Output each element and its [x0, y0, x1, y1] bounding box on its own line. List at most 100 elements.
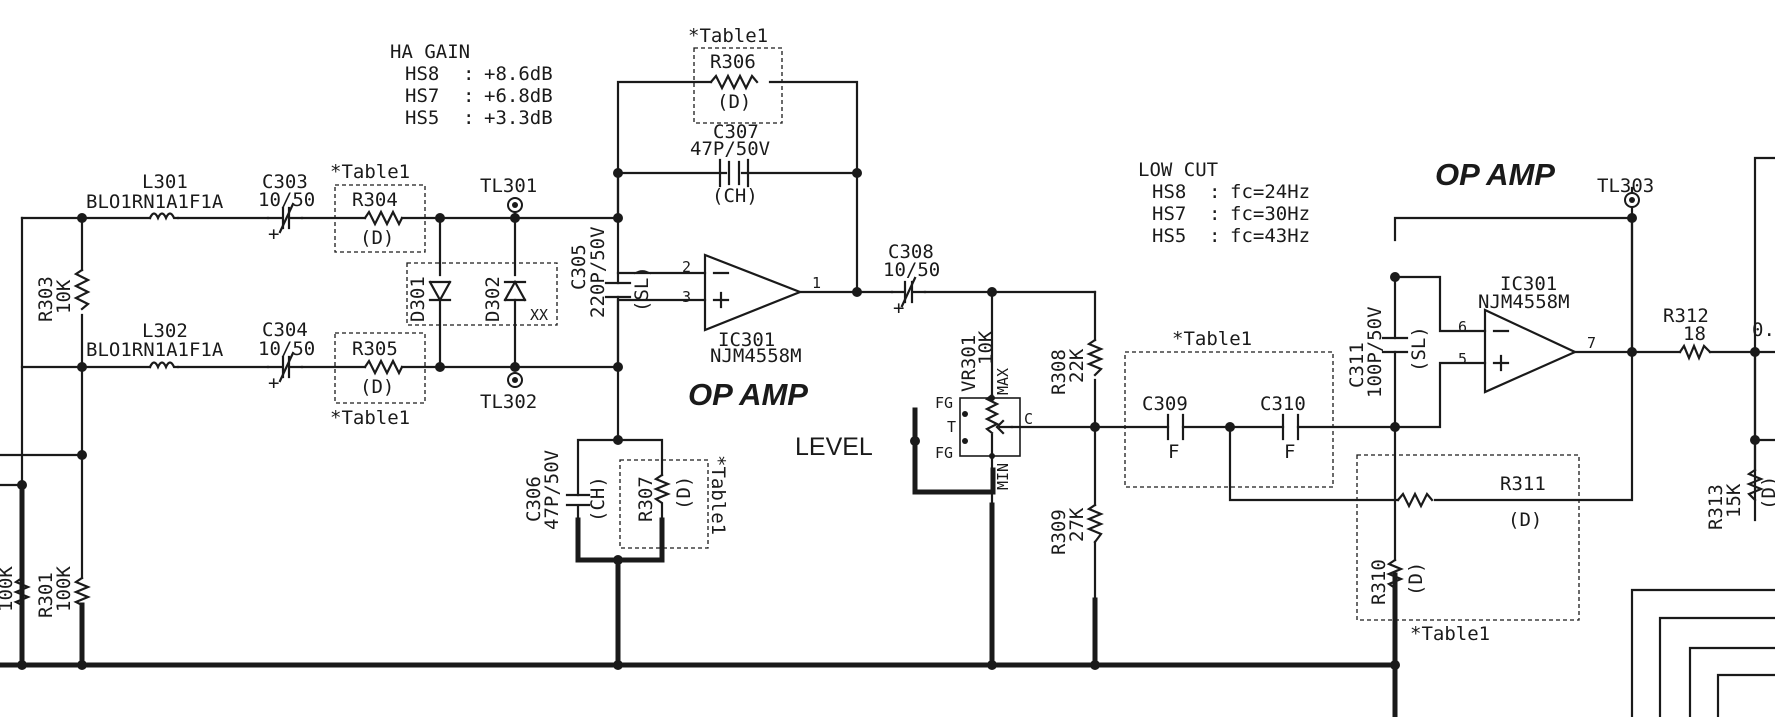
- vr301-value: 10K: [975, 330, 997, 365]
- table-note: *Table1: [688, 25, 768, 47]
- ic301a-pin2: 2: [682, 258, 691, 276]
- r309-ref: R309: [1048, 509, 1070, 555]
- svg-text:+: +: [268, 372, 279, 394]
- c311-value: 100P/50V: [1364, 306, 1386, 398]
- op-amp-label-2: OP AMP: [1435, 157, 1555, 192]
- d302-ref: D302: [482, 276, 504, 322]
- c306-ref: C306: [523, 476, 545, 522]
- level-label: LEVEL: [795, 433, 873, 461]
- tl301-ref: TL301: [480, 175, 537, 197]
- ha-gain-value: +8.6dB: [484, 63, 553, 85]
- edge-text: 0.: [1752, 319, 1775, 341]
- ic301b-ref: IC301: [1500, 273, 1557, 295]
- vr301-max: MAX: [994, 368, 1012, 395]
- l301-part: BLO1RN1A1F1A: [86, 191, 224, 213]
- ha-gain-model: HS8: [405, 63, 439, 85]
- c306-type: (CH): [587, 476, 609, 522]
- ic301b-part: NJM4558M: [1478, 291, 1570, 313]
- c308-value: 10/50: [883, 259, 940, 281]
- table-note: *Table1: [330, 407, 410, 429]
- table-note: *Table1: [707, 455, 729, 535]
- low-cut-sep: :: [1209, 203, 1220, 225]
- c304-symbol: [266, 351, 304, 383]
- ha-gain-sep: :: [463, 107, 474, 129]
- c304-value: 10/50: [258, 338, 315, 360]
- c305-ref: C305: [568, 244, 590, 290]
- low-cut-value: fc=30Hz: [1230, 203, 1310, 225]
- r312-ref: R312: [1663, 305, 1709, 327]
- r313-value: 15K: [1723, 483, 1745, 518]
- ha-gain-model: HS5: [405, 107, 439, 129]
- c303-value: 10/50: [258, 189, 315, 211]
- r313-ref: R313: [1705, 484, 1727, 530]
- r310-ref: R310: [1368, 559, 1390, 605]
- r304-value: (D): [360, 227, 394, 249]
- c307-value: 47P/50V: [690, 138, 770, 160]
- vr301-c: C: [1024, 410, 1033, 428]
- c304-ref: C304: [262, 319, 308, 341]
- junction-dots: [17, 168, 1760, 670]
- r303-ref: R303: [35, 276, 57, 322]
- r305-value: (D): [360, 376, 394, 398]
- d302-note: XX: [530, 306, 548, 324]
- r309-value: 27K: [1066, 507, 1088, 542]
- op-amp-label-1: OP AMP: [688, 377, 808, 412]
- vr301-fg: FG: [935, 444, 953, 462]
- tl302-ref: TL302: [480, 391, 537, 413]
- c303-symbol: [266, 202, 304, 234]
- c310-value: F: [1284, 441, 1295, 463]
- r301-ref: R301: [35, 572, 57, 618]
- l302-ref: L302: [142, 320, 188, 342]
- table-note: *Table1: [330, 161, 410, 183]
- c309-ref: C309: [1142, 393, 1188, 415]
- r303-value: 10K: [53, 279, 75, 314]
- low-cut-title: LOW CUT: [1138, 159, 1218, 181]
- c308-symbol: [890, 276, 927, 308]
- r311-value: (D): [1508, 509, 1542, 531]
- r307-ref: R307: [635, 476, 657, 522]
- r312-value: 18: [1683, 323, 1706, 345]
- vr301-fg: FG: [935, 394, 953, 412]
- ha-gain-sep: :: [463, 63, 474, 85]
- r306-value: (D): [717, 91, 751, 113]
- r304-ref: R304: [352, 189, 398, 211]
- c309-value: F: [1168, 441, 1179, 463]
- r306-ref: R306: [710, 51, 756, 73]
- c305-value: 220P/50V: [587, 226, 609, 318]
- c311-ref: C311: [1346, 342, 1368, 388]
- low-cut-value: fc=43Hz: [1230, 225, 1310, 247]
- r307-value: (D): [673, 476, 695, 510]
- low-cut-model: HS8: [1152, 181, 1186, 203]
- svg-text:+: +: [268, 223, 279, 245]
- r308-value: 22K: [1066, 348, 1088, 383]
- c303-ref: C303: [262, 171, 308, 193]
- table-note: *Table1: [1172, 328, 1252, 350]
- ha-gain-sep: :: [463, 85, 474, 107]
- c307-ref: C307: [713, 121, 759, 143]
- table-boxes: [334, 47, 1580, 621]
- ic301a-part: NJM4558M: [710, 345, 802, 367]
- component-symbols: + + +: [13, 73, 1764, 607]
- ha-gain-model: HS7: [405, 85, 439, 107]
- ha-gain-title: HA GAIN: [390, 41, 470, 63]
- low-cut-model: HS5: [1152, 225, 1186, 247]
- tl303-ref: TL303: [1597, 175, 1654, 197]
- text-labels: HA GAIN HS8 : +8.6dB HS7 : +6.8dB HS5 : …: [0, 25, 1775, 645]
- c310-ref: C310: [1260, 393, 1306, 415]
- c308-ref: C308: [888, 241, 934, 263]
- low-cut-value: fc=24Hz: [1230, 181, 1310, 203]
- ic301b-pin7: 7: [1587, 334, 1596, 352]
- c305-type: (SL): [631, 266, 653, 312]
- l302-part: BLO1RN1A1F1A: [86, 339, 224, 361]
- vr301-t: T: [947, 418, 956, 436]
- c306-value: 47P/50V: [541, 450, 563, 530]
- c311-type: (SL): [1408, 326, 1430, 372]
- ha-gain-value: +6.8dB: [484, 85, 553, 107]
- r305-ref: R305: [352, 338, 398, 360]
- d301-ref: D301: [407, 276, 429, 322]
- ic301a-pin3: 3: [682, 288, 691, 306]
- l301-ref: L301: [142, 171, 188, 193]
- test-points: [507, 192, 1640, 388]
- low-cut-sep: :: [1209, 225, 1220, 247]
- r313-type: (D): [1758, 476, 1775, 510]
